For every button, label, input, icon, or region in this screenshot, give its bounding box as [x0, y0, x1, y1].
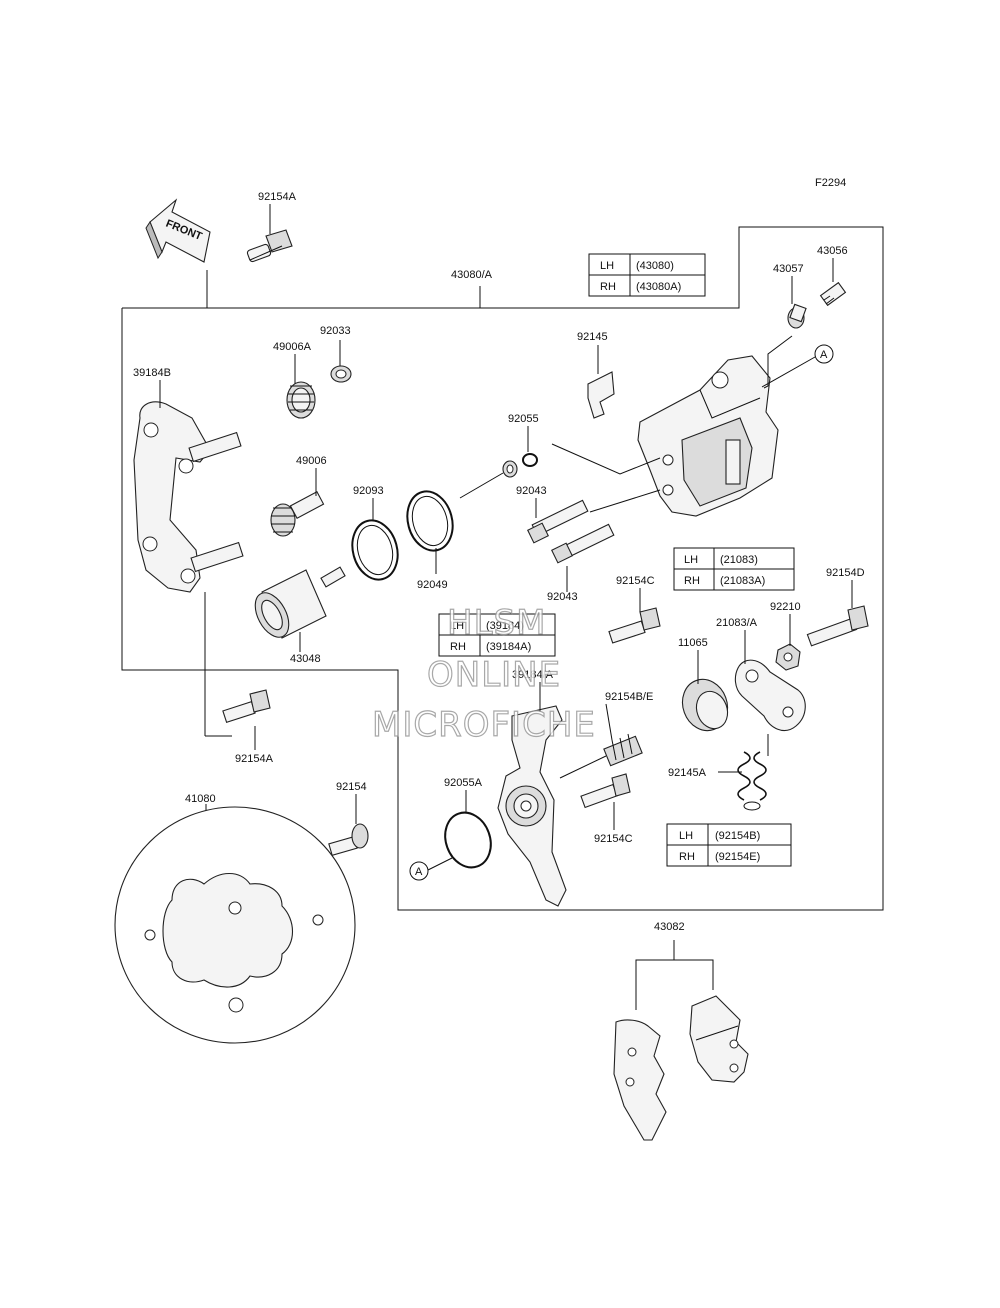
- table-lever-lh-part: (21083): [720, 554, 758, 566]
- piston-43048-icon: [254, 566, 346, 639]
- boot-49006-icon: [270, 491, 325, 537]
- bolt-92154d-icon: [806, 605, 869, 647]
- pin-92043-a-icon: [527, 499, 589, 544]
- label-39184b: 39184B: [133, 367, 171, 379]
- leader-lines: [159, 204, 853, 830]
- seal-11065-icon: [681, 678, 729, 732]
- table-bracket: LH (39184) RH (39184A): [438, 613, 556, 657]
- label-92154d: 92154D: [826, 567, 865, 579]
- label-92145: 92145: [577, 331, 608, 343]
- brake-pad-right-icon: [689, 995, 749, 1083]
- oring-92055a-icon: [444, 811, 492, 869]
- bolt-92154be-icon: [559, 733, 643, 779]
- label-92154c-top: 92154C: [616, 575, 655, 587]
- label-92093: 92093: [353, 485, 384, 497]
- table-bracket-rh: RH: [450, 641, 466, 653]
- washer-92055-icon: [459, 453, 538, 499]
- seal-92093-icon: [351, 519, 399, 581]
- brake-pad-left-icon: [613, 1019, 667, 1141]
- label-92154be: 92154B/E: [605, 691, 653, 703]
- label-43057: 43057: [773, 263, 804, 275]
- label-92055a: 92055A: [444, 777, 483, 789]
- table-lever-rh-part: (21083A): [720, 575, 765, 587]
- pin-92043-b-icon: [551, 523, 615, 564]
- label-92043-a: 92043: [516, 485, 547, 497]
- watermark-line-2: ONLINE: [427, 655, 561, 695]
- callout-a-bottom: A: [409, 861, 429, 881]
- svg-text:A: A: [415, 866, 423, 878]
- table-caliper-lh: LH: [600, 260, 614, 272]
- label-43082: 43082: [654, 921, 685, 933]
- table-lever-rh: RH: [684, 575, 700, 587]
- label-92145a: 92145A: [668, 767, 707, 779]
- label-49006a: 49006A: [273, 341, 312, 353]
- bolt-92154c-bottom-icon: [580, 773, 631, 809]
- label-11065: 11065: [678, 637, 708, 649]
- watermark: HLSM ONLINE MICROFICHE: [371, 602, 596, 745]
- bolt-92154a-top-icon: [246, 229, 293, 263]
- callout-a-top: A: [814, 344, 834, 364]
- label-92154: 92154: [336, 781, 367, 793]
- figure-code: F2294: [815, 177, 846, 189]
- bracket-39184b-icon: [133, 401, 244, 593]
- nut-92210-icon: [775, 643, 801, 671]
- label-92043-b: 92043: [547, 591, 578, 603]
- seal-92049-icon: [406, 490, 454, 552]
- caliper-43080-icon: [551, 355, 779, 517]
- watermark-line-3: MICROFICHE: [372, 705, 596, 745]
- label-43048: 43048: [290, 653, 321, 665]
- table-caliper: LH (43080) RH (43080A): [588, 253, 706, 297]
- bolt-92154c-top-icon: [608, 607, 661, 644]
- label-92210: 92210: [770, 601, 801, 613]
- table-lever: LH (21083) RH (21083A): [673, 547, 795, 591]
- table-caliper-lh-part: (43080): [636, 260, 674, 272]
- table-bolt-rh: RH: [679, 851, 695, 863]
- label-92033: 92033: [320, 325, 351, 337]
- label-92154a-bottom: 92154A: [235, 753, 274, 765]
- table-bolt-lh: LH: [679, 830, 693, 842]
- table-bolt-rh-part: (92154E): [715, 851, 760, 863]
- label-21083a: 21083/A: [716, 617, 758, 629]
- label-92055: 92055: [508, 413, 539, 425]
- table-bolt: LH (92154B) RH (92154E): [666, 823, 792, 867]
- label-43056: 43056: [817, 245, 848, 257]
- label-92154a-top: 92154A: [258, 191, 297, 203]
- bolt-92154-icon: [328, 823, 369, 857]
- table-bracket-lh: LH: [450, 620, 464, 632]
- spring-92145a-icon: [737, 734, 769, 811]
- label-43080a: 43080/A: [451, 269, 493, 281]
- label-41080: 41080: [185, 793, 216, 805]
- front-arrow-icon: FRONT: [145, 198, 211, 263]
- svg-text:A: A: [820, 349, 828, 361]
- watermark-line-1: HLSM: [447, 603, 546, 643]
- label-49006: 49006: [296, 455, 327, 467]
- table-bolt-lh-part: (92154B): [715, 830, 760, 842]
- table-bracket-lh-part: (39184): [486, 620, 524, 632]
- table-caliper-rh: RH: [600, 281, 616, 293]
- lever-21083-icon: [734, 659, 806, 731]
- ring-92033-icon: [330, 365, 352, 383]
- clip-92145-icon: [587, 371, 615, 419]
- boot-49006a-icon: [286, 381, 316, 419]
- label-39184a: 39184/A: [512, 669, 554, 681]
- table-bracket-rh-part: (39184A): [486, 641, 531, 653]
- table-lever-lh: LH: [684, 554, 698, 566]
- assembly-outline: [121, 226, 884, 911]
- bleeder-43057-icon: [787, 303, 807, 329]
- bolt-92154a-bottom-icon: [222, 689, 271, 724]
- label-92049: 92049: [417, 579, 448, 591]
- part-labels: 92154A 43080/A 43056 43057 92033 49006A …: [133, 191, 865, 933]
- table-caliper-rh-part: (43080A): [636, 281, 681, 293]
- bleeder-43056-icon: [819, 281, 847, 307]
- bracket-39184a-icon: [497, 705, 567, 907]
- brake-disc-41080-icon: [114, 806, 356, 1044]
- label-92154c-bottom: 92154C: [594, 833, 633, 845]
